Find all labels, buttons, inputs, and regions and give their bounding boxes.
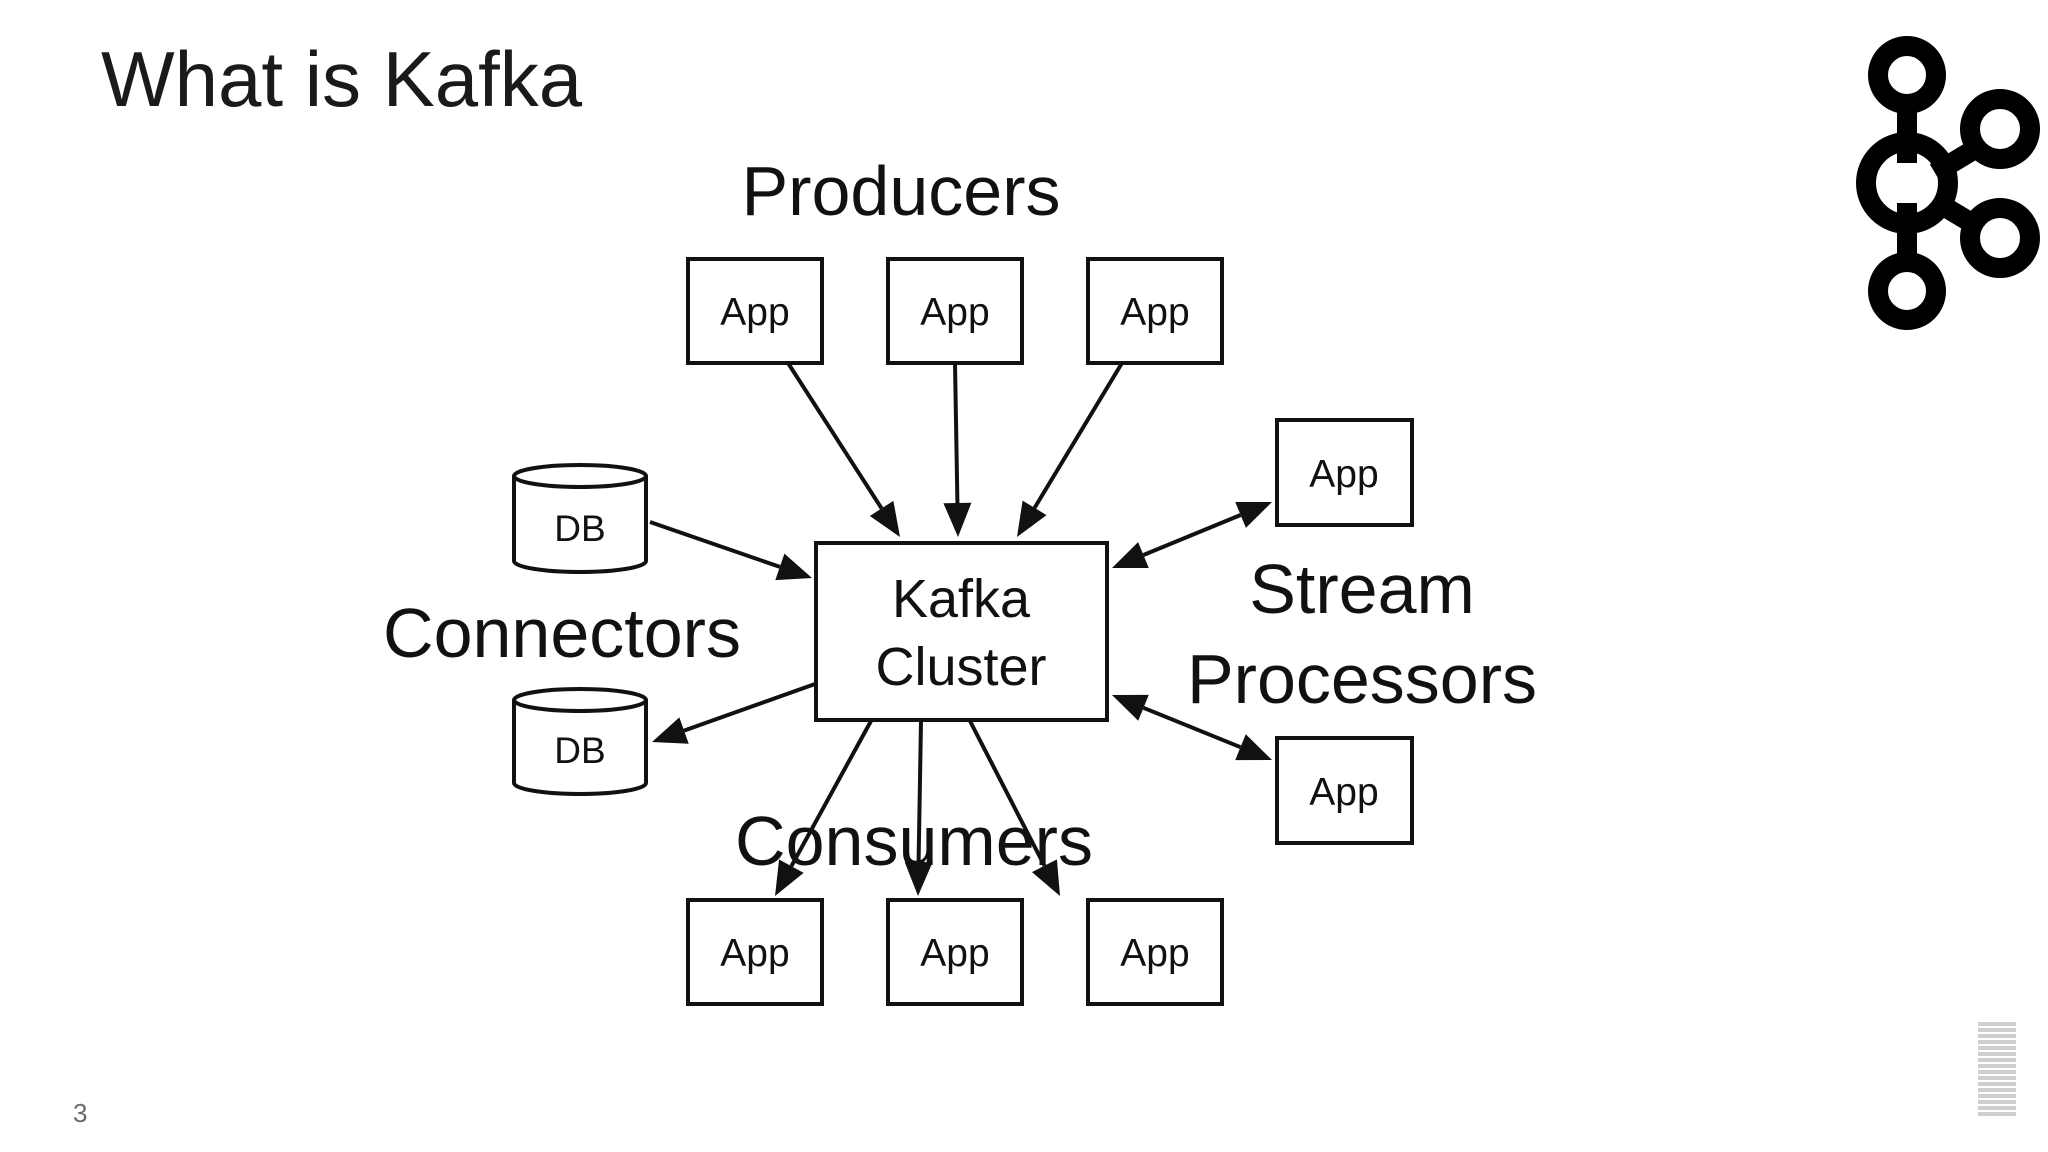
arrowhead — [1017, 500, 1047, 537]
stream-processor-app-box — [1275, 736, 1414, 845]
producer-app-node: App — [1086, 257, 1224, 365]
consumer-app-box — [686, 898, 824, 1006]
edge-kafka-to-c3 — [968, 720, 1047, 867]
kafka-cluster-label-line2: Cluster — [875, 637, 1046, 697]
edge-p2-to-kafka — [953, 362, 960, 504]
edge-kafka-to-db2 — [683, 682, 816, 733]
ibm-logo-icon — [1978, 1022, 2016, 1116]
arrowhead — [775, 859, 804, 896]
edge-p3-to-kafka — [1032, 361, 1124, 509]
consumer-app-node: App — [1086, 898, 1224, 1006]
consumer-app-box — [1086, 898, 1224, 1006]
arrowhead — [1112, 542, 1149, 568]
database-cylinder-top — [512, 463, 648, 489]
arrowhead — [1235, 734, 1272, 761]
edge-p1-to-kafka — [786, 361, 884, 510]
arrowhead — [1032, 859, 1060, 896]
database-cylinder-body — [512, 700, 648, 796]
database-cylinder-top — [512, 687, 648, 713]
stream-processor-app-node: App — [1275, 736, 1414, 845]
producer-app-label: App — [720, 291, 789, 334]
edge-kafka-to-c2 — [916, 720, 923, 863]
producer-app-box — [686, 257, 824, 365]
consumer-app-label: App — [720, 932, 789, 975]
arrowhead — [652, 717, 689, 744]
consumer-app-label: App — [920, 932, 989, 975]
consumer-app-node: App — [886, 898, 1024, 1006]
consumer-app-box — [886, 898, 1024, 1006]
stream-processor-app-node: App — [1275, 418, 1414, 527]
kafka-cluster-node: Kafka Cluster — [814, 541, 1109, 722]
producer-app-box — [886, 257, 1024, 365]
connector-database-node: DB — [512, 463, 648, 574]
connector-database-node: DB — [512, 687, 648, 796]
stream-processors-label-line1: Stream — [1249, 550, 1475, 628]
stream-processor-app-label: App — [1309, 771, 1378, 814]
stream-processor-app-label: App — [1309, 453, 1378, 496]
producer-app-label: App — [920, 291, 989, 334]
kafka-logo-icon — [1856, 36, 2040, 330]
producers-label: Producers — [741, 152, 1060, 230]
database-label: DB — [554, 730, 605, 771]
consumers-label: Consumers — [735, 802, 1093, 880]
slide-title: What is Kafka — [101, 35, 583, 123]
database-cylinder-body — [512, 476, 648, 574]
arrowhead — [1112, 694, 1149, 721]
consumer-app-node: App — [686, 898, 824, 1006]
connectors-label: Connectors — [383, 594, 741, 672]
stream-processors-label-line2: Processors — [1187, 640, 1537, 718]
edge-kafka-to-s2 — [1142, 705, 1242, 750]
arrowhead — [869, 500, 900, 537]
stream-processor-app-box — [1275, 418, 1414, 527]
arrowhead — [775, 553, 812, 581]
edge-kafka-to-c1 — [789, 720, 873, 868]
arrowhead — [904, 861, 933, 896]
producer-app-box — [1086, 257, 1224, 365]
edge-db1-to-kafka — [649, 520, 781, 569]
producer-app-node: App — [686, 257, 824, 365]
consumer-app-label: App — [1120, 932, 1189, 975]
arrowhead — [1235, 502, 1272, 528]
producer-app-label: App — [1120, 291, 1189, 334]
kafka-cluster-label-line1: Kafka — [892, 569, 1031, 629]
page-number: 3 — [73, 1098, 88, 1128]
kafka-cluster-box — [814, 541, 1109, 722]
database-label: DB — [554, 508, 605, 549]
edge-kafka-to-s1 — [1142, 513, 1242, 557]
producer-app-node: App — [886, 257, 1024, 365]
arrowhead — [943, 502, 972, 537]
